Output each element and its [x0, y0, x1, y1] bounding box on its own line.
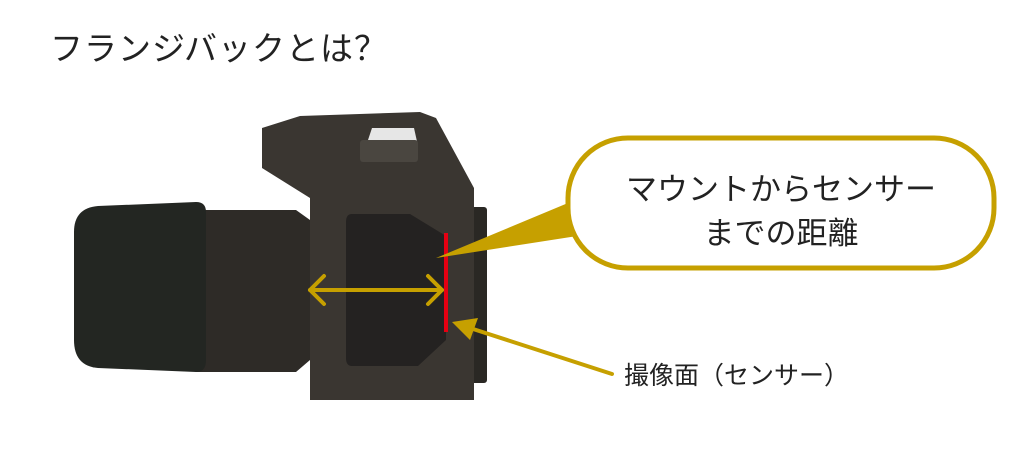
callout-pointer [436, 198, 590, 258]
sensor-label: 撮像面（センサー） [624, 361, 850, 390]
callout-line-1: マウントからセンサー [626, 172, 936, 208]
sensor-pointer-arrow [452, 318, 614, 376]
lens-front [74, 202, 206, 372]
callout-text: マウントからセンサー までの距離 [572, 168, 990, 256]
page-title: フランジバックとは？ [50, 29, 389, 68]
distance-double-arrow [308, 274, 444, 306]
callout-bubble [565, 135, 997, 271]
viewfinder-block [360, 140, 418, 162]
camera-illustration [74, 112, 487, 400]
lens-barrel [196, 210, 310, 372]
callout-line-2: までの距離 [703, 216, 859, 252]
